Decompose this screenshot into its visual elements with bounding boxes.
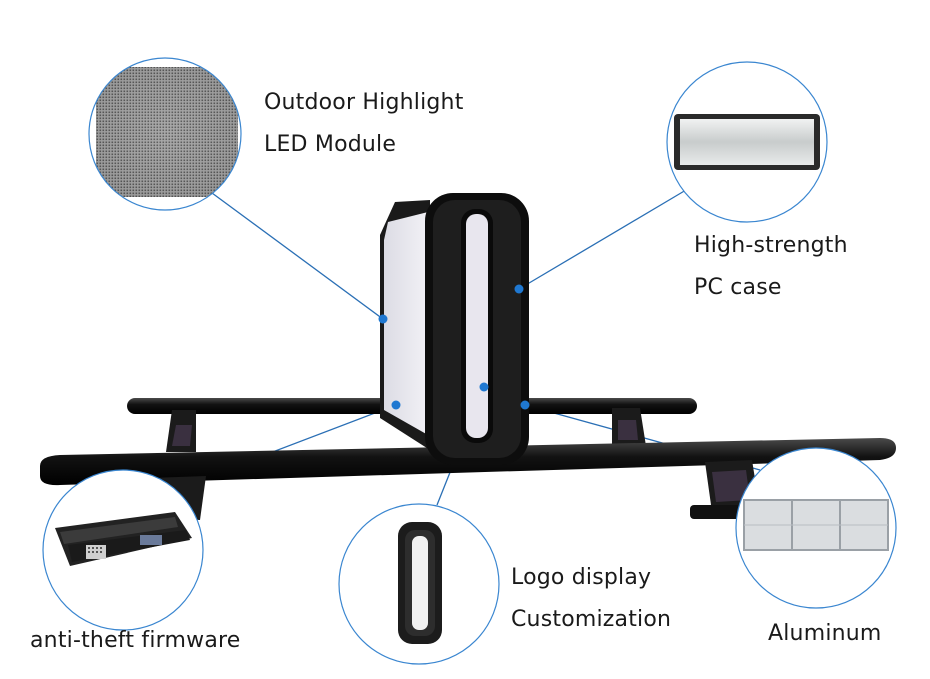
leader-line-led (211, 192, 384, 320)
label-led-module-line1: Outdoor Highlight (264, 90, 464, 115)
label-pc-case-line1: High-strength (694, 233, 848, 258)
callout-circle-aluminum (735, 447, 897, 609)
callout-dots (378, 284, 530, 410)
label-pc-case: High-strength PC case (694, 225, 848, 309)
label-logo-display-line2: Customization (511, 607, 672, 632)
leader-line-pc (518, 189, 687, 290)
label-anti-theft: anti-theft firmware (30, 620, 241, 662)
label-aluminum-line1: Aluminum (768, 621, 882, 646)
label-pc-case-line2: PC case (694, 275, 782, 300)
label-logo-display-line1: Logo display (511, 565, 652, 590)
label-anti-theft-line1: anti-theft firmware (30, 628, 241, 653)
callout-circle-pc-case (666, 61, 828, 223)
led-sign-box (380, 193, 529, 465)
callout-circle-logo-display (338, 503, 500, 665)
label-led-module: Outdoor Highlight LED Module (264, 82, 464, 166)
label-logo-display: Logo display Customization (511, 557, 671, 641)
label-led-module-line2: LED Module (264, 132, 397, 157)
callout-circle-led-module (88, 57, 242, 211)
callout-circle-anti-theft (42, 469, 204, 631)
label-aluminum: Aluminum (768, 613, 882, 655)
